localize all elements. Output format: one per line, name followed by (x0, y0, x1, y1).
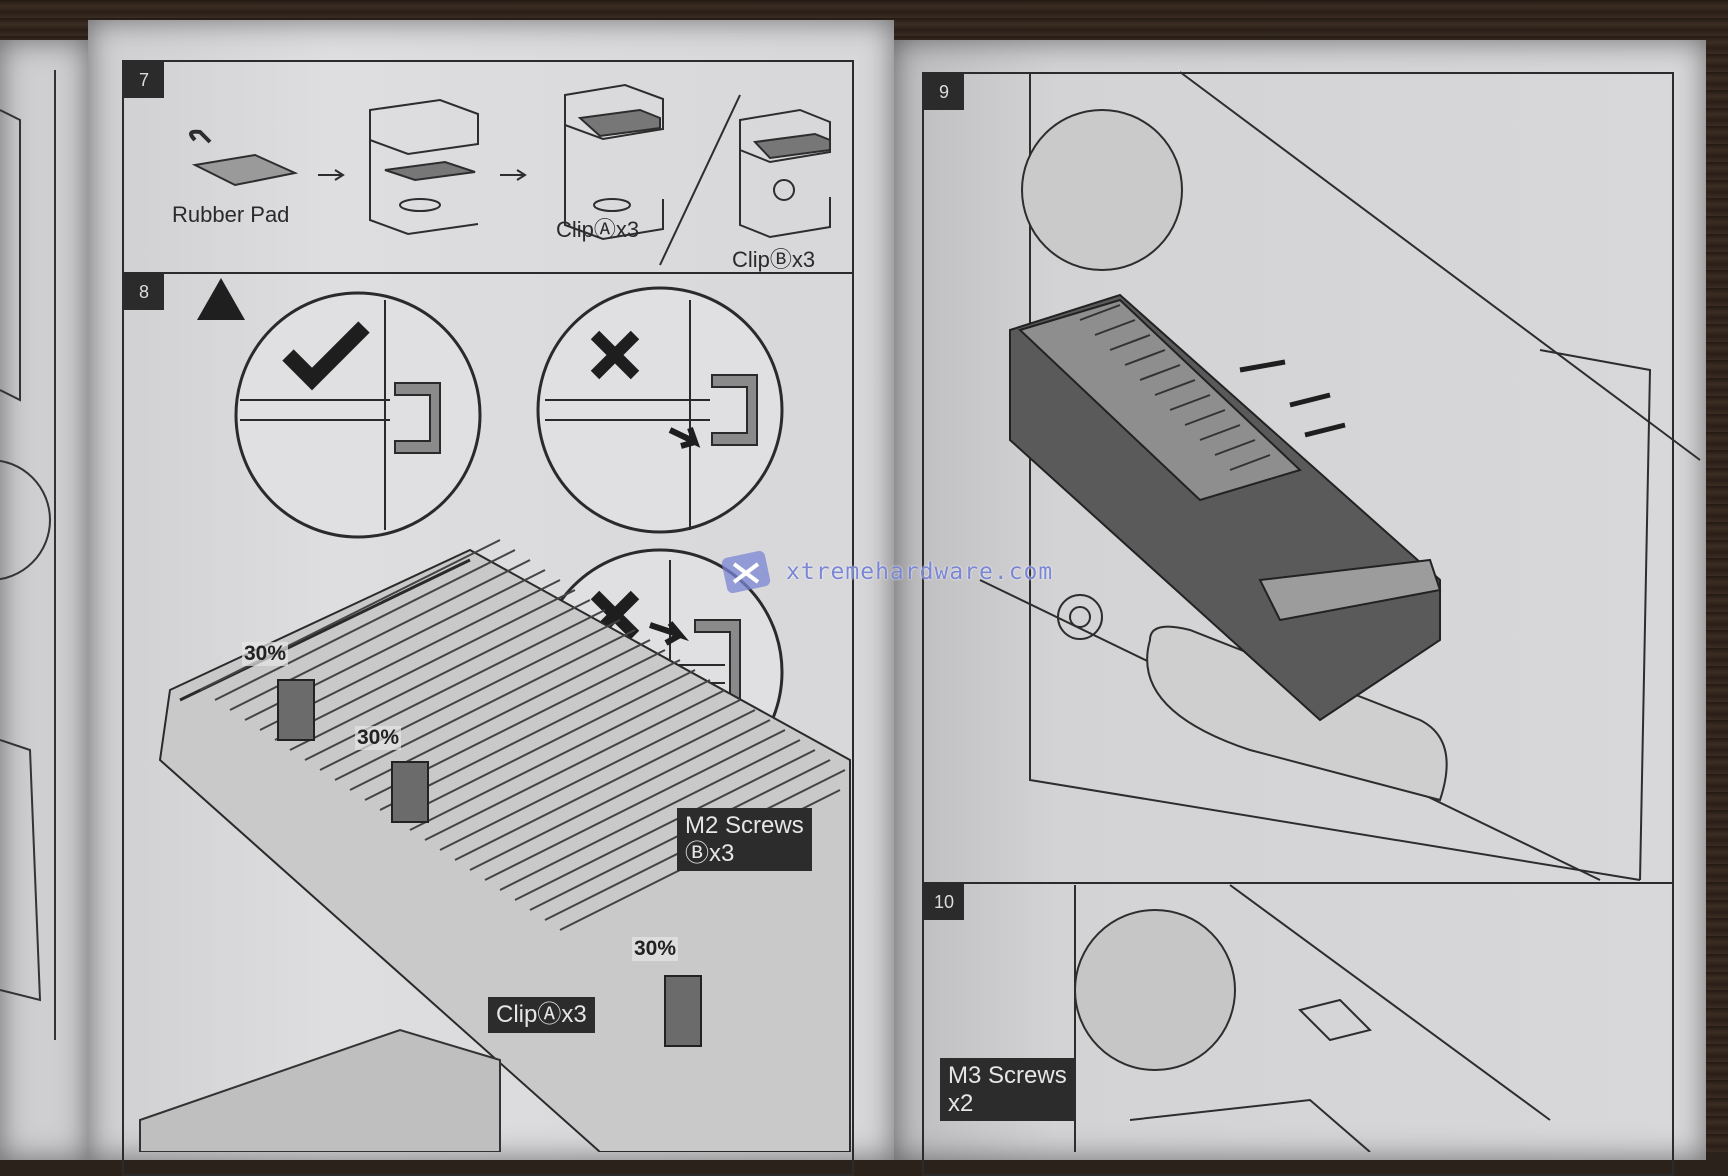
percent-label-3: 30% (632, 937, 679, 961)
m3-screws-tag: M3 Screws x2 (940, 1058, 1075, 1122)
checkmark-icon (282, 321, 370, 391)
step7-drawings (189, 83, 831, 266)
percent-label-1: 30% (242, 642, 289, 666)
watermark: xtremehardware.com (718, 548, 1053, 596)
clip-mounts (277, 679, 702, 1047)
percent-label-2: 30% (355, 726, 402, 750)
watermark-logo-icon (721, 550, 771, 594)
clip-a-tag-step8: ClipⒶx3 (488, 997, 595, 1033)
clip-a-label-step7: ClipⒶx3 (556, 217, 640, 242)
step9-gpu (1009, 293, 1442, 722)
step8-number: 8 (124, 274, 164, 310)
step8-panel: 8 (122, 272, 854, 1176)
manual-illustrations (0, 70, 1701, 1152)
step7-number: 7 (124, 62, 164, 98)
rubber-pad-label: Rubber Pad (172, 202, 290, 227)
step9-number: 9 (924, 74, 964, 110)
previous-page-edge (0, 40, 88, 1160)
cross-icon (590, 330, 640, 380)
arrow-icon (668, 426, 701, 449)
lower-card (139, 1028, 501, 1152)
clip-b-label-step7: ClipⒷx3 (732, 247, 816, 272)
arrow-icon-2 (649, 621, 690, 646)
watermark-text: xtremehardware.com (786, 559, 1054, 585)
step9-panel: 9 (922, 72, 1674, 884)
warning-icon (197, 278, 245, 320)
step10-pc-case (1074, 884, 1551, 1152)
step10-number: 10 (924, 884, 964, 920)
step9-arrows (1239, 359, 1346, 438)
m2-screws-tag: M2 Screws Ⓑx3 (677, 808, 812, 872)
step10-panel: 10 (922, 882, 1674, 1176)
step9-pc-case (979, 71, 1701, 881)
previous-page-drawings (0, 70, 56, 1040)
